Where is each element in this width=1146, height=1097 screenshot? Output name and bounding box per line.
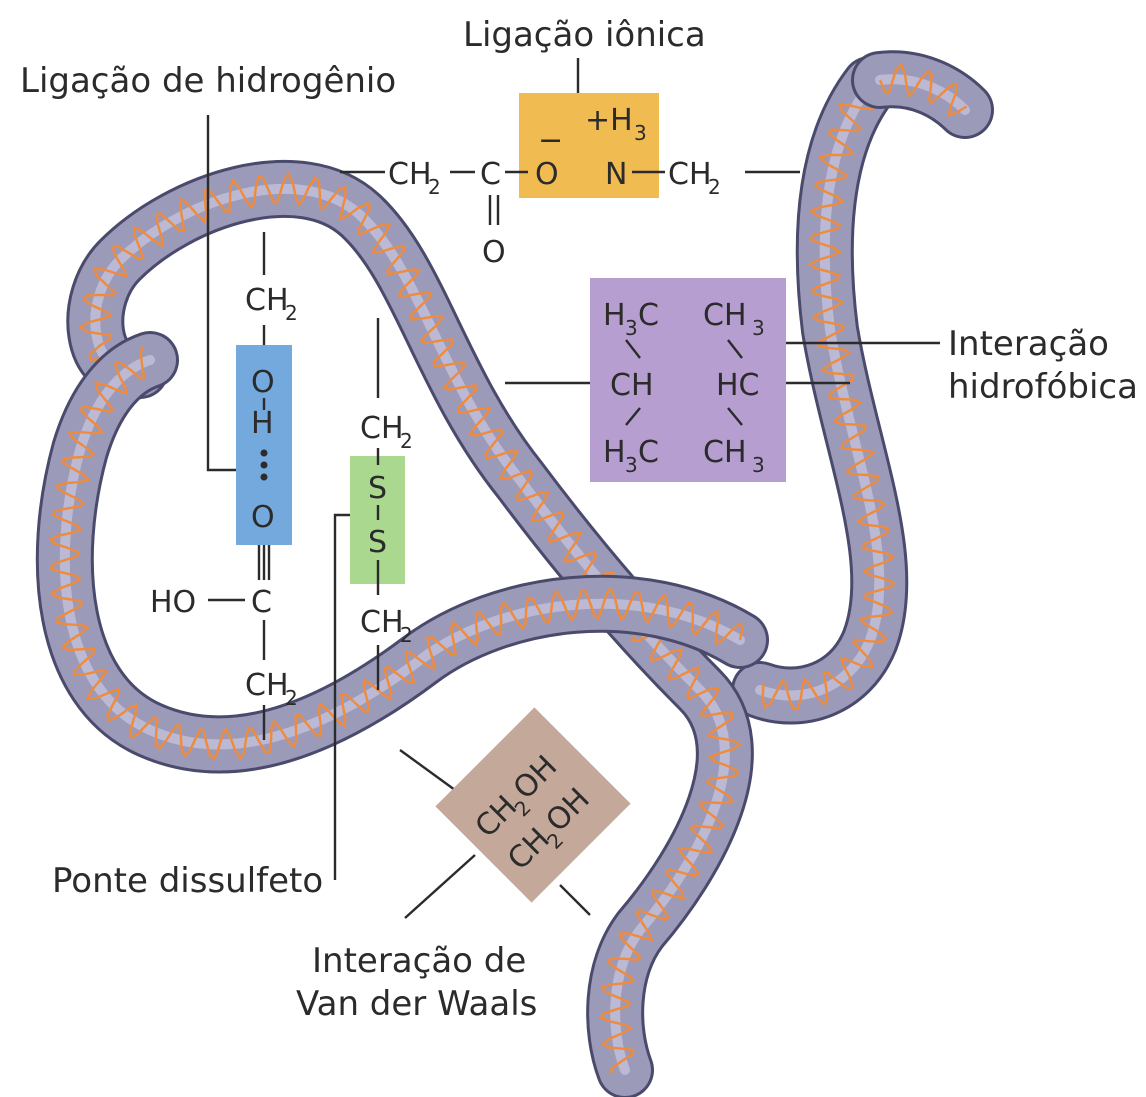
label-disulfide: Ponte dissulfeto — [52, 861, 323, 901]
ss-ch2-top: CH — [360, 411, 404, 446]
hp-h3c-bl: H — [603, 435, 626, 470]
ionic-minus: − — [538, 123, 563, 158]
label-vdw-2: Van der Waals — [296, 984, 537, 1024]
hp-h3c-bl-sub: 3 — [625, 453, 638, 477]
ionic-c: C — [480, 157, 501, 192]
label-ionic-bond: Ligação iônica — [463, 15, 706, 55]
disulfide-bridge-group: CH 2 S S CH 2 — [350, 411, 413, 647]
polypeptide-chain — [50, 65, 966, 1074]
label-hydrophobic-2: hidrofóbica — [948, 367, 1138, 407]
hp-ch3-br-sub: 3 — [752, 453, 765, 477]
ionic-carbonyl-o: O — [482, 235, 506, 270]
ss-s1: S — [368, 471, 387, 506]
ionic-ch2-right: CH — [668, 157, 712, 192]
ionic-h3-plus: +H — [585, 103, 633, 138]
hp-h3c-tl-sub: 3 — [625, 316, 638, 340]
label-hydrophobic-1: Interação — [948, 324, 1109, 364]
hp-hc: HC — [716, 368, 760, 403]
hbond-ch2-top: CH — [245, 283, 289, 318]
ionic-h3-sub: 3 — [634, 121, 647, 145]
hbond-c: C — [251, 585, 272, 620]
ionic-ch2-left: CH — [388, 157, 432, 192]
van-der-waals-group: CH 2 OH CH 2 OH — [435, 707, 630, 902]
hbond-o-bottom: O — [251, 500, 275, 535]
hp-ch3-tr: CH — [703, 298, 747, 333]
hbond-ch2-bottom: CH — [245, 668, 289, 703]
ss-ch2-top-sub: 2 — [400, 429, 413, 453]
hp-h3c-bl-c: C — [638, 435, 659, 470]
hydrophobic-interaction-group: H 3 C CH 3 CH HC H 3 C CH 3 — [590, 278, 786, 482]
hbond-ch2-top-sub: 2 — [285, 301, 298, 325]
hbond-ho: HO — [150, 585, 196, 620]
label-vdw-1: Interação de — [312, 941, 526, 981]
ss-ch2-bottom: CH — [360, 605, 404, 640]
ionic-ch2-left-sub: 2 — [428, 175, 441, 199]
hp-h3c-tl-c: C — [638, 298, 659, 333]
hp-ch: CH — [610, 368, 654, 403]
ionic-ch2-right-sub: 2 — [708, 175, 721, 199]
ionic-o-minus: O — [535, 157, 559, 192]
label-hydrogen-bond: Ligação de hidrogênio — [20, 61, 396, 101]
vdw-box — [435, 707, 630, 902]
hp-ch3-br: CH — [703, 435, 747, 470]
hbond-h: H — [251, 406, 274, 441]
hbond-o-top: O — [251, 365, 275, 400]
hbond-ch2-bottom-sub: 2 — [285, 686, 298, 710]
hp-h3c-tl: H — [603, 298, 626, 333]
ionic-bond-group: CH 2 C O − O +H 3 N CH 2 — [388, 93, 721, 270]
hp-ch3-tr-sub: 3 — [752, 316, 765, 340]
ionic-n: N — [605, 157, 627, 192]
ss-s2: S — [368, 525, 387, 560]
ss-ch2-bottom-sub: 2 — [400, 623, 413, 647]
